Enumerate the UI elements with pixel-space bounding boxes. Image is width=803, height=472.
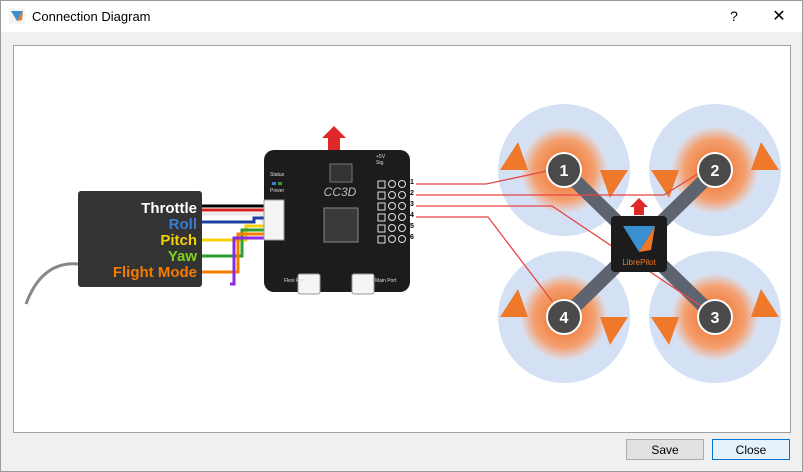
main-port: [351, 273, 375, 295]
receiver-antenna: [24, 262, 79, 305]
connection-diagram: Throttle Roll Pitch Yaw Flight Mode: [24, 104, 781, 383]
quad-brand: LibrePilot: [622, 258, 656, 267]
save-button[interactable]: Save: [626, 439, 704, 460]
board-signal-label: Sig.: [376, 160, 385, 166]
status-led: [272, 182, 276, 185]
motor-label-3: 3: [711, 310, 720, 327]
window-title: Connection Diagram: [32, 9, 151, 24]
motor-label-4: 4: [560, 310, 569, 327]
board-status-label: Status: [270, 172, 285, 178]
main-port-label: Main Port: [375, 278, 397, 284]
board-name: CC3D: [324, 185, 357, 199]
diagram-canvas: Throttle Roll Pitch Yaw Flight Mode: [13, 45, 791, 433]
motor-label-1: 1: [560, 163, 569, 180]
close-button[interactable]: Close: [712, 439, 790, 460]
output-pins: [377, 180, 406, 244]
board-forward-arrow: [322, 126, 346, 150]
librepilot-logo-icon: [623, 226, 655, 252]
channel-label-roll: Roll: [169, 216, 197, 233]
title-bar: Connection Diagram ? ✕: [1, 1, 802, 32]
board-main-chip: [323, 207, 359, 243]
output-number-3: 3: [410, 201, 414, 208]
output-number-5: 5: [410, 223, 414, 230]
board-chip-top: [329, 163, 353, 183]
channel-label-yaw: Yaw: [168, 248, 198, 265]
quad-forward-arrow: [630, 198, 648, 215]
output-number-2: 2: [410, 190, 414, 197]
librepilot-logo-accent: [639, 226, 655, 252]
window-close-button[interactable]: ✕: [772, 8, 786, 25]
app-icon: [9, 8, 25, 24]
motor-label-2: 2: [711, 163, 720, 180]
board-power-label: Power: [270, 188, 285, 194]
motor-badges: [546, 152, 733, 335]
signal-lines: [416, 169, 705, 309]
output-number-6: 6: [410, 234, 414, 241]
board-voltage-label: +5V: [376, 154, 386, 160]
channel-label-pitch: Pitch: [160, 232, 197, 249]
help-button[interactable]: ?: [730, 8, 738, 24]
flexi-port: [297, 273, 321, 295]
output-number-4: 4: [410, 212, 414, 219]
receiver-box: [78, 191, 202, 287]
receiver-wires: [202, 204, 266, 286]
board-connector: [263, 199, 285, 241]
power-led: [278, 182, 282, 185]
flexi-port-label: Flexi Port: [284, 278, 306, 284]
channel-label-flight-mode: Flight Mode: [113, 264, 197, 281]
channel-label-throttle: Throttle: [141, 200, 197, 217]
output-number-1: 1: [410, 179, 414, 186]
